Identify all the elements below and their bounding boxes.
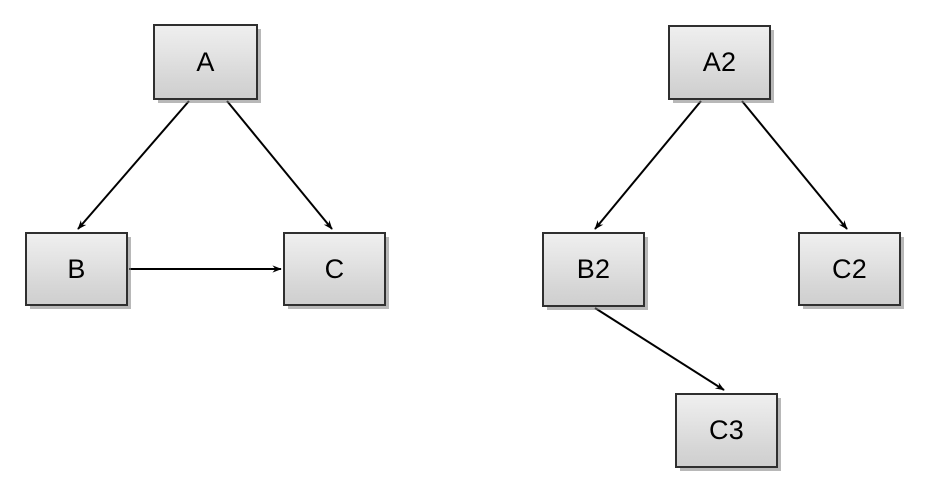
node-a-label: A bbox=[196, 46, 215, 77]
node-c-label: C bbox=[324, 253, 345, 284]
node-b2[interactable]: B2 bbox=[542, 232, 645, 307]
node-c3[interactable]: C3 bbox=[675, 393, 778, 468]
node-a2[interactable]: A2 bbox=[668, 25, 771, 100]
edge-a-to-b bbox=[77, 100, 190, 230]
node-b[interactable]: B bbox=[25, 232, 128, 306]
edge-a2-to-b2 bbox=[594, 100, 702, 230]
node-c2-label: C2 bbox=[831, 253, 868, 284]
edge-a2-to-c2 bbox=[741, 100, 848, 230]
node-c3-label: C3 bbox=[708, 415, 745, 445]
node-b2-label: B2 bbox=[576, 254, 611, 284]
node-a2-label: A2 bbox=[702, 47, 737, 77]
edge-group bbox=[77, 100, 848, 391]
node-c[interactable]: C bbox=[283, 232, 386, 306]
node-a[interactable]: A bbox=[153, 24, 258, 100]
node-b-label: B bbox=[67, 253, 86, 284]
node-c2[interactable]: C2 bbox=[798, 232, 901, 306]
edge-a-to-c bbox=[226, 100, 333, 230]
edge-b2-to-c3 bbox=[594, 307, 725, 391]
